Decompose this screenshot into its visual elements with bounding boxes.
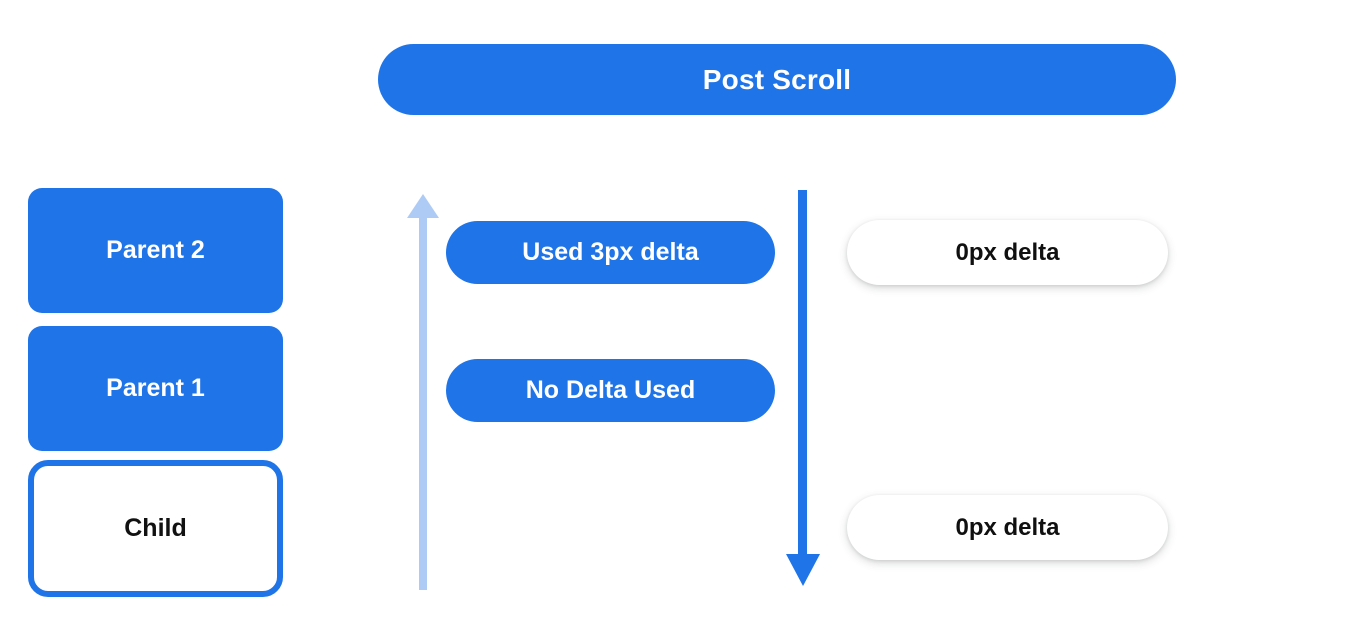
pill-no-delta-used-label: No Delta Used — [525, 376, 696, 404]
node-parent-2-label: Parent 2 — [106, 236, 205, 264]
post-scroll-header-label: Post Scroll — [702, 63, 852, 95]
pill-no-delta-used: No Delta Used — [446, 359, 775, 422]
node-parent-1: Parent 1 — [28, 326, 283, 451]
node-parent-2: Parent 2 — [28, 188, 283, 313]
node-child-label: Child — [124, 514, 187, 542]
pill-remaining-delta-top-label: 0px delta — [955, 238, 1060, 266]
pill-used-delta: Used 3px delta — [446, 221, 775, 284]
node-child: Child — [28, 460, 283, 597]
node-parent-1-label: Parent 1 — [106, 374, 205, 402]
post-scroll-header: Post Scroll — [378, 44, 1176, 115]
upward-arrow-icon — [407, 194, 439, 590]
pill-remaining-delta-bottom-label: 0px delta — [955, 513, 1060, 541]
pill-remaining-delta-bottom: 0px delta — [847, 495, 1168, 560]
downward-arrow-icon — [786, 190, 820, 586]
pill-remaining-delta-top: 0px delta — [847, 220, 1168, 285]
pill-used-delta-label: Used 3px delta — [522, 238, 699, 266]
